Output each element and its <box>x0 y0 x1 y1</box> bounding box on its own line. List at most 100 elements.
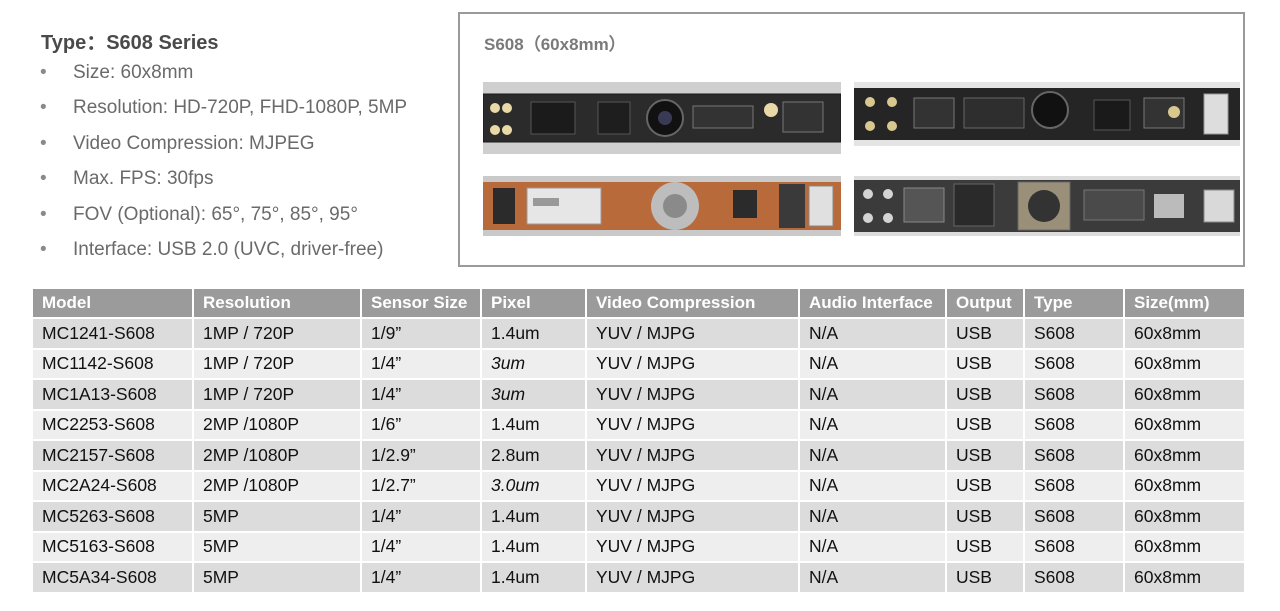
cell-sensor-size: 1/4” <box>361 500 482 532</box>
cell-model: MC1241-S608 <box>33 317 194 349</box>
cell-output: USB <box>946 378 1025 410</box>
cell-sensor-size: 1/4” <box>361 530 482 562</box>
cell-resolution: 5MP <box>193 530 362 562</box>
cell-type: S608 <box>1024 530 1125 562</box>
cell-sensor-size: 1/4” <box>361 347 482 379</box>
cell-model: MC1A13-S608 <box>33 378 194 410</box>
cell-video-compression: YUV / MJPG <box>586 561 800 592</box>
header-audio-interface: Audio Interface <box>799 289 947 318</box>
cell-model: MC2157-S608 <box>33 439 194 471</box>
spec-item: •FOV (Optional): 65°, 75°, 85°, 95° <box>40 199 407 234</box>
cell-pixel: 1.4um <box>481 561 587 592</box>
cell-type: S608 <box>1024 408 1125 440</box>
cell-audio-interface: N/A <box>799 500 947 532</box>
cell-model: MC5A34-S608 <box>33 561 194 592</box>
spec-item: •Max. FPS: 30fps <box>40 163 407 198</box>
spec-item: • Video Compression: MJPEG <box>40 128 407 163</box>
spec-text: Resolution: HD-720P, FHD-1080P, 5MP <box>73 97 408 119</box>
cell-model: MC2253-S608 <box>33 408 194 440</box>
spec-text: Video Compression: MJPEG <box>73 132 315 154</box>
spec-item: • Size: 60x8mm <box>40 57 407 92</box>
cell-type: S608 <box>1024 347 1125 379</box>
photo-title: S608（60x8mm） <box>484 35 626 54</box>
cell-audio-interface: N/A <box>799 347 947 379</box>
model-spec-table: Model Resolution Sensor Size Pixel Video… <box>33 289 1244 592</box>
cell-resolution: 2MP /1080P <box>193 408 362 440</box>
cell-output: USB <box>946 561 1025 592</box>
cell-model: MC5163-S608 <box>33 530 194 562</box>
type-title: Type：S608 Series <box>41 32 219 54</box>
cell-video-compression: YUV / MJPG <box>586 347 800 379</box>
cell-audio-interface: N/A <box>799 530 947 562</box>
cell-video-compression: YUV / MJPG <box>586 530 800 562</box>
cell-audio-interface: N/A <box>799 561 947 592</box>
cell-sensor-size: 1/4” <box>361 378 482 410</box>
spec-item: •Interface: USB 2.0 (UVC, driver-free) <box>40 234 407 269</box>
bullet: • <box>40 132 47 154</box>
cell-size: 60x8mm <box>1124 408 1244 440</box>
cell-resolution: 5MP <box>193 561 362 592</box>
cell-type: S608 <box>1024 561 1125 592</box>
spec-text: FOV (Optional): 65°, 75°, 85°, 95° <box>73 203 358 225</box>
header-model: Model <box>33 289 194 318</box>
cell-type: S608 <box>1024 378 1125 410</box>
spec-text: Max. FPS: 30fps <box>73 168 214 190</box>
camera-board-photo-top-left <box>483 82 841 154</box>
cell-type: S608 <box>1024 500 1125 532</box>
cell-resolution: 1MP / 720P <box>193 378 362 410</box>
table-header-row: Model Resolution Sensor Size Pixel Video… <box>33 289 1244 318</box>
header-resolution: Resolution <box>193 289 362 318</box>
cell-audio-interface: N/A <box>799 408 947 440</box>
cell-pixel: 1.4um <box>481 530 587 562</box>
cell-pixel: 1.4um <box>481 317 587 349</box>
cell-output: USB <box>946 469 1025 501</box>
cell-sensor-size: 1/2.7” <box>361 469 482 501</box>
cell-video-compression: YUV / MJPG <box>586 317 800 349</box>
cell-size: 60x8mm <box>1124 500 1244 532</box>
bullet: • <box>40 62 47 83</box>
header-pixel: Pixel <box>481 289 587 318</box>
cell-audio-interface: N/A <box>799 317 947 349</box>
cell-pixel: 3.0um <box>481 469 587 501</box>
cell-size: 60x8mm <box>1124 561 1244 592</box>
cell-output: USB <box>946 439 1025 471</box>
cell-video-compression: YUV / MJPG <box>586 500 800 532</box>
header-sensor-size: Sensor Size <box>361 289 482 318</box>
spec-item: •Resolution: HD-720P, FHD-1080P, 5MP <box>40 92 407 127</box>
cell-audio-interface: N/A <box>799 469 947 501</box>
cell-model: MC5263-S608 <box>33 500 194 532</box>
spec-list: •Size: 60x8mm •Resolution: HD-720P, FHD-… <box>40 57 407 269</box>
header-output: Output <box>946 289 1025 318</box>
cell-resolution: 1MP / 720P <box>193 317 362 349</box>
camera-board-photo-top-right <box>854 82 1240 146</box>
cell-pixel: 3um <box>481 378 587 410</box>
product-photo-panel: S608（60x8mm） <box>458 12 1245 267</box>
cell-sensor-size: 1/9” <box>361 317 482 349</box>
cell-audio-interface: N/A <box>799 439 947 471</box>
cell-video-compression: YUV / MJPG <box>586 439 800 471</box>
header-type: Type <box>1024 289 1125 318</box>
cell-size: 60x8mm <box>1124 347 1244 379</box>
cell-video-compression: YUV / MJPG <box>586 408 800 440</box>
header-size: Size(mm) <box>1124 289 1244 318</box>
cell-video-compression: YUV / MJPG <box>586 469 800 501</box>
cell-resolution: 2MP /1080P <box>193 439 362 471</box>
cell-pixel: 3um <box>481 347 587 379</box>
cell-pixel: 2.8um <box>481 439 587 471</box>
spec-text: Size: 60x8mm <box>73 62 194 83</box>
cell-type: S608 <box>1024 317 1125 349</box>
cell-size: 60x8mm <box>1124 469 1244 501</box>
cell-sensor-size: 1/4” <box>361 561 482 592</box>
cell-output: USB <box>946 530 1025 562</box>
cell-pixel: 1.4um <box>481 500 587 532</box>
header-video-compression: Video Compression <box>586 289 800 318</box>
cell-pixel: 1.4um <box>481 408 587 440</box>
cell-resolution: 5MP <box>193 500 362 532</box>
